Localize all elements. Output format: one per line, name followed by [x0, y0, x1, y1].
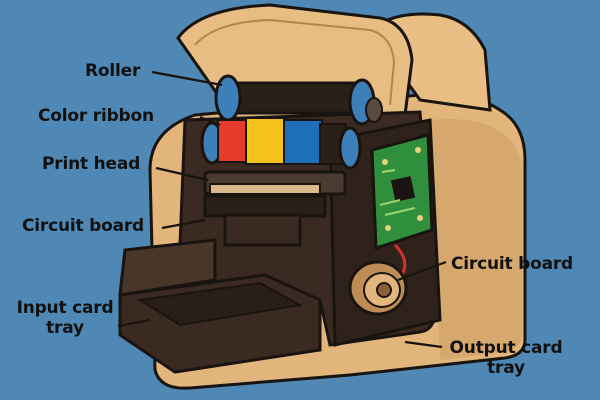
input-card-tray: [118, 238, 322, 374]
leader-lines: [117, 70, 447, 349]
label-circuit-board-left: Circuit board: [22, 216, 145, 236]
label-print-head: Print head: [42, 154, 141, 174]
leader-input-tray: [117, 318, 151, 328]
leader-color-ribbon: [199, 115, 221, 127]
leader-output-tray: [404, 340, 443, 349]
motor-gear: [348, 260, 408, 316]
print-head: [203, 170, 347, 247]
label-circuit-board-right: Circuit board: [451, 254, 574, 274]
circuit-board: [370, 133, 434, 276]
leader-roller: [151, 70, 223, 87]
color-ribbon: [200, 117, 362, 170]
label-input-card-tray-line1: Input card: [16, 298, 114, 318]
label-output-card-tray-line2: tray: [487, 358, 525, 378]
label-output-card-tray-line1: Output card: [449, 338, 563, 358]
leader-circuit-board-right: [397, 260, 447, 282]
label-roller: Roller: [85, 61, 141, 81]
leader-print-head: [155, 166, 209, 182]
label-color-ribbon: Color ribbon: [38, 106, 154, 126]
label-output-card-tray: Output card tray: [444, 338, 568, 378]
leader-circuit-board-left: [161, 218, 206, 230]
label-input-card-tray: Input card tray: [10, 298, 120, 338]
roller: [214, 74, 383, 126]
label-input-card-tray-line2: tray: [46, 318, 84, 338]
